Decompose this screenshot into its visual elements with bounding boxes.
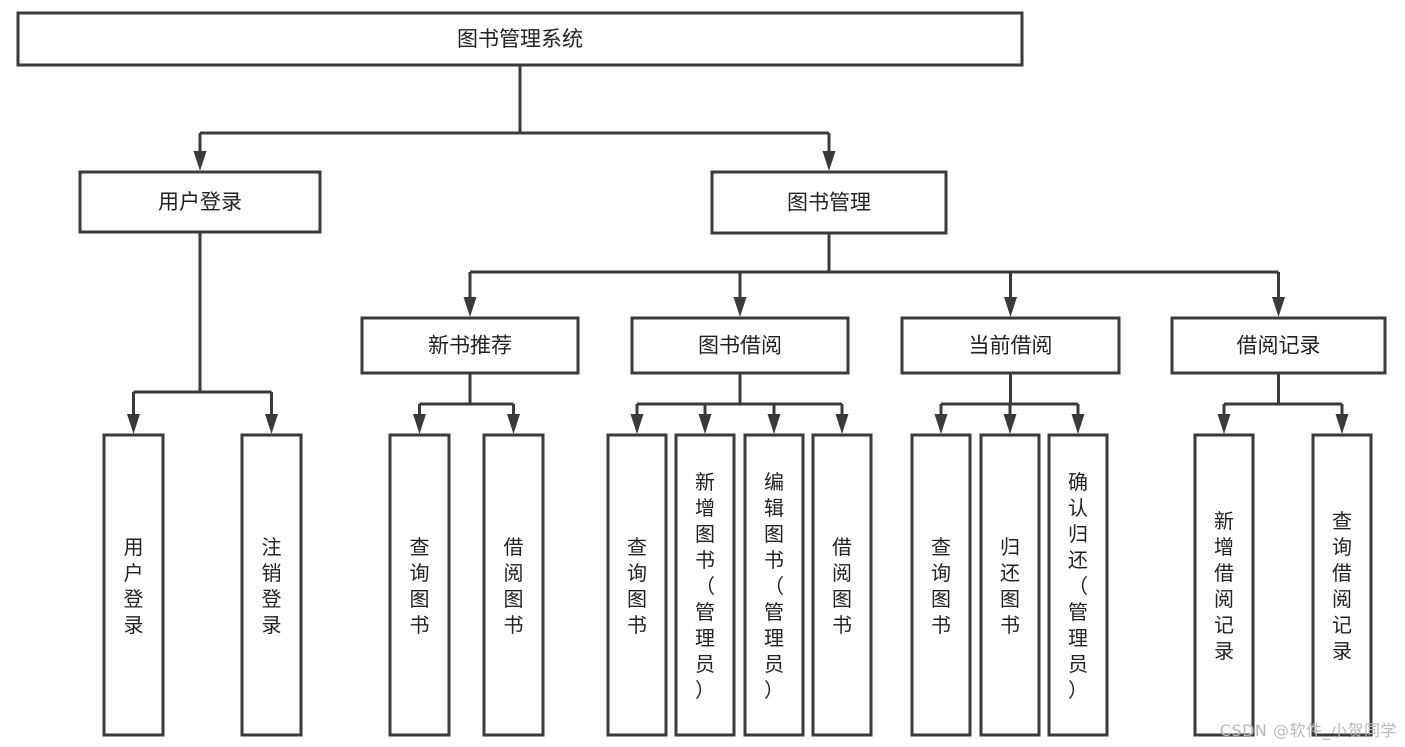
node-current_borrow[interactable]: 当前借阅 <box>900 316 1121 375</box>
node-leaf_query_record-box <box>1311 433 1373 737</box>
node-leaf_add_book-box <box>674 433 736 737</box>
node-leaf_query_book_3-box <box>910 433 972 737</box>
node-leaf_add_book[interactable]: 新增图书（管理员） <box>674 433 736 737</box>
node-leaf_user_login-label: 用户登录 <box>124 535 144 637</box>
connector-root <box>193 65 836 171</box>
node-user_login-box <box>78 170 322 234</box>
connector-current_borrow <box>934 373 1085 434</box>
node-leaf_borrow_book_1[interactable]: 借阅图书 <box>482 433 545 737</box>
node-user_login[interactable]: 用户登录 <box>78 170 322 234</box>
arrow-head-icon <box>698 414 712 434</box>
node-leaf_logout-label: 注销登录 <box>262 535 282 637</box>
node-leaf_borrow_book_2-box <box>811 433 873 737</box>
arrow-head-icon <box>1217 414 1231 434</box>
node-leaf_borrow_book_2-label: 借阅图书 <box>832 535 852 637</box>
node-root-box <box>16 11 1024 67</box>
arrow-head-icon <box>265 414 278 434</box>
arrow-head-icon <box>463 297 477 317</box>
arrow-head-icon <box>1272 297 1285 317</box>
arrow-head-icon <box>630 414 644 434</box>
node-leaf_confirm_return-label: 确认归还（管理员） <box>1068 470 1088 702</box>
node-leaf_query_book_2-label: 查询图书 <box>627 535 647 637</box>
node-borrow_record[interactable]: 借阅记录 <box>1170 316 1387 375</box>
arrow-head-icon <box>733 297 747 317</box>
node-current_borrow-box <box>900 316 1121 375</box>
node-leaf_confirm_return-box <box>1047 433 1109 737</box>
node-leaf_query_book_1-box <box>388 433 451 737</box>
arrow-head-icon <box>1335 414 1349 434</box>
node-leaf_user_login-box <box>102 433 165 737</box>
arrow-head-icon <box>1071 414 1085 434</box>
node-leaf_logout[interactable]: 注销登录 <box>240 433 303 737</box>
node-book_mgmt-label: 图书管理 <box>787 191 871 215</box>
node-leaf_confirm_return[interactable]: 确认归还（管理员） <box>1047 433 1109 737</box>
node-leaf_borrow_book_2[interactable]: 借阅图书 <box>811 433 873 737</box>
node-leaf_edit_book-label: 编辑图书（管理员） <box>764 470 784 702</box>
node-book_mgmt-box <box>710 170 948 235</box>
arrow-head-icon <box>1004 297 1017 317</box>
node-leaf_query_record[interactable]: 查询借阅记录 <box>1311 433 1373 737</box>
node-leaf_add_book-label: 新增图书（管理员） <box>695 470 715 702</box>
node-leaf_add_record[interactable]: 新增借阅记录 <box>1193 433 1255 737</box>
node-leaf_add_record-label: 新增借阅记录 <box>1214 509 1234 663</box>
node-leaf_query_book_2[interactable]: 查询图书 <box>606 433 668 737</box>
node-leaf_query_record-label: 查询借阅记录 <box>1332 509 1352 663</box>
node-leaf_query_book_1[interactable]: 查询图书 <box>388 433 451 737</box>
connector-user_login <box>127 232 278 434</box>
node-current_borrow-label: 当前借阅 <box>969 334 1053 358</box>
node-book_borrow-box <box>630 316 850 375</box>
connector-new_book_rec <box>413 373 520 434</box>
arrow-head-icon <box>934 414 948 434</box>
arrow-head-icon <box>507 414 520 434</box>
node-new_book_rec[interactable]: 新书推荐 <box>360 316 580 375</box>
node-leaf_borrow_book_1-label: 借阅图书 <box>504 535 524 637</box>
node-borrow_record-label: 借阅记录 <box>1237 334 1321 358</box>
node-leaf_logout-box <box>240 433 303 737</box>
node-leaf_return_book[interactable]: 归还图书 <box>979 433 1041 737</box>
node-leaf_borrow_book_1-box <box>482 433 545 737</box>
node-leaf_query_book_2-box <box>606 433 668 737</box>
node-leaf_return_book-label: 归还图书 <box>1000 535 1020 637</box>
connector-borrow_record <box>1217 373 1349 434</box>
arrow-head-icon <box>1003 414 1017 434</box>
node-leaf_edit_book[interactable]: 编辑图书（管理员） <box>743 433 805 737</box>
node-borrow_record-box <box>1170 316 1387 375</box>
arrow-head-icon <box>193 151 207 171</box>
arrow-head-icon <box>835 414 849 434</box>
node-new_book_rec-box <box>360 316 580 375</box>
connector-book_borrow <box>630 373 849 434</box>
node-root[interactable]: 图书管理系统 <box>16 11 1024 67</box>
node-leaf_query_book_1-label: 查询图书 <box>410 535 430 637</box>
node-book_borrow-label: 图书借阅 <box>698 334 782 358</box>
node-book_borrow[interactable]: 图书借阅 <box>630 316 850 375</box>
node-root-label: 图书管理系统 <box>457 27 583 51</box>
arrow-head-icon <box>822 151 836 171</box>
node-leaf_edit_book-box <box>743 433 805 737</box>
node-leaf_query_book_3-label: 查询图书 <box>931 535 951 637</box>
node-layer: 图书管理系统用户登录图书管理新书推荐图书借阅当前借阅借阅记录用户登录注销登录查询… <box>16 11 1387 737</box>
node-leaf_user_login[interactable]: 用户登录 <box>102 433 165 737</box>
edge-layer <box>127 65 1349 434</box>
arrow-head-icon <box>413 414 426 434</box>
arrow-head-icon <box>767 414 781 434</box>
arrow-head-icon <box>127 414 140 434</box>
node-book_mgmt[interactable]: 图书管理 <box>710 170 948 235</box>
node-user_login-label: 用户登录 <box>158 190 242 214</box>
node-leaf_return_book-box <box>979 433 1041 737</box>
node-leaf_query_book_3[interactable]: 查询图书 <box>910 433 972 737</box>
connector-book_mgmt <box>463 233 1285 317</box>
node-leaf_add_record-box <box>1193 433 1255 737</box>
node-new_book_rec-label: 新书推荐 <box>428 334 512 358</box>
